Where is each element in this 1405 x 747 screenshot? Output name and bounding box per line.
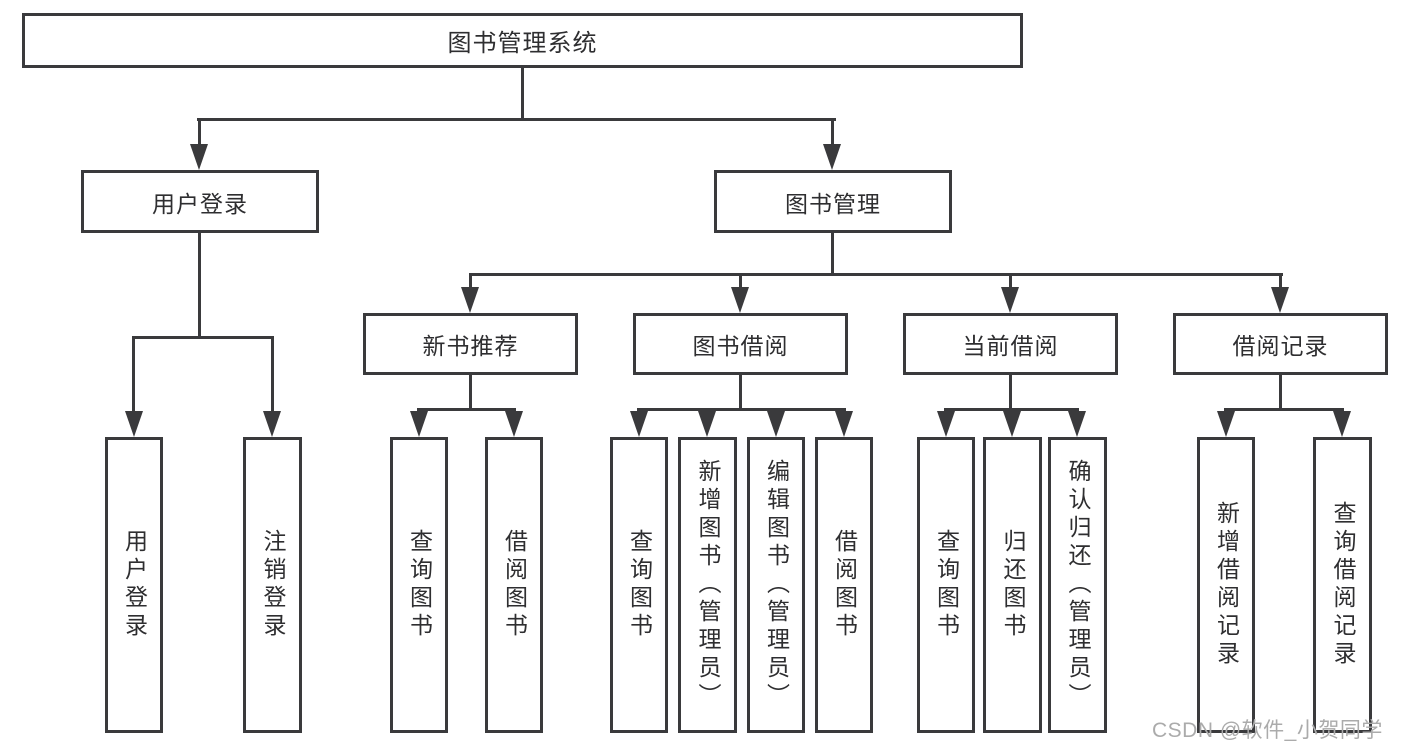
leaf-label: 新增借阅记录 bbox=[1213, 501, 1240, 669]
leaf-label: 借阅图书 bbox=[501, 529, 528, 641]
arrow-down-icon bbox=[1001, 287, 1019, 313]
arrow-down-icon bbox=[937, 411, 955, 437]
connector-group-drop bbox=[1009, 273, 1012, 289]
arrow-down-icon bbox=[1068, 411, 1086, 437]
connector-book-mgmt-stem bbox=[831, 233, 834, 273]
leaf-user-login: 用户登录 bbox=[105, 437, 163, 733]
leaf-query-books-borrow: 查询图书 bbox=[610, 437, 668, 733]
node-borrow-records: 借阅记录 bbox=[1173, 313, 1388, 375]
arrow-down-icon bbox=[698, 411, 716, 437]
leaf-borrow-books-recommend: 借阅图书 bbox=[485, 437, 543, 733]
node-current-borrow: 当前借阅 bbox=[903, 313, 1118, 375]
arrow-down-icon bbox=[767, 411, 785, 437]
csdn-watermark: CSDN @软件_小贺同学 bbox=[1152, 719, 1383, 742]
connector-user-login-drop bbox=[198, 118, 201, 146]
connector-group-bar bbox=[944, 408, 1079, 411]
connector-group-bar bbox=[417, 408, 516, 411]
connector-group-drop bbox=[1279, 273, 1282, 289]
connector-group-stem bbox=[1279, 375, 1282, 408]
arrow-down-icon bbox=[1217, 411, 1235, 437]
leaf-label: 查询图书 bbox=[406, 529, 433, 641]
connector-group-bar bbox=[637, 408, 846, 411]
arrow-down-icon bbox=[731, 287, 749, 313]
node-new-book-recommend: 新书推荐 bbox=[363, 313, 578, 375]
leaf-confirm-return-admin: 确认归还（管理员） bbox=[1048, 437, 1107, 733]
node-label: 图书借阅 bbox=[692, 333, 789, 359]
leaf-add-book-admin: 新增图书（管理员） bbox=[678, 437, 737, 733]
arrow-down-icon bbox=[461, 287, 479, 313]
node-label: 用户登录 bbox=[152, 190, 248, 217]
node-label: 当前借阅 bbox=[962, 333, 1059, 359]
leaf-label: 编辑图书（管理员） bbox=[763, 459, 790, 711]
leaf-edit-book-admin: 编辑图书（管理员） bbox=[747, 437, 805, 733]
leaf-query-books-current: 查询图书 bbox=[917, 437, 975, 733]
connector-root-stem bbox=[521, 68, 524, 118]
leaf-logout: 注销登录 bbox=[243, 437, 302, 733]
connector-group-stem bbox=[469, 375, 472, 408]
node-label: 图书管理系统 bbox=[447, 30, 598, 57]
arrow-down-icon bbox=[505, 411, 523, 437]
connector-user-login-stem bbox=[198, 233, 201, 336]
leaf-label: 注销登录 bbox=[260, 529, 286, 641]
connector-group-stem bbox=[1009, 375, 1012, 408]
node-user-login: 用户登录 bbox=[81, 170, 319, 233]
arrow-down-icon bbox=[1003, 411, 1021, 437]
leaf-query-books-recommend: 查询图书 bbox=[390, 437, 448, 733]
arrow-down-icon bbox=[823, 144, 841, 170]
connector-group-drop bbox=[469, 273, 472, 289]
node-label: 图书管理 bbox=[785, 190, 881, 217]
leaf-label: 归还图书 bbox=[1000, 529, 1026, 641]
leaf-label: 查询图书 bbox=[626, 529, 653, 641]
leaf-label: 查询图书 bbox=[933, 529, 960, 641]
connector-leaf-drop bbox=[271, 336, 274, 411]
arrow-down-icon bbox=[125, 411, 143, 437]
connector-group-bar bbox=[1224, 408, 1344, 411]
leaf-label: 新增图书（管理员） bbox=[695, 459, 721, 711]
connector-leaf-drop bbox=[132, 336, 135, 411]
arrow-down-icon bbox=[1271, 287, 1289, 313]
leaf-borrow-books-borrow: 借阅图书 bbox=[815, 437, 873, 733]
connector-group-drop bbox=[739, 273, 742, 289]
arrow-down-icon bbox=[1333, 411, 1351, 437]
leaf-add-borrow-record: 新增借阅记录 bbox=[1197, 437, 1255, 733]
leaf-label: 确认归还（管理员） bbox=[1065, 459, 1091, 711]
leaf-query-borrow-record: 查询借阅记录 bbox=[1313, 437, 1372, 733]
node-library-system: 图书管理系统 bbox=[22, 13, 1023, 68]
connector-user-login-bar bbox=[132, 336, 274, 339]
node-label: 借阅记录 bbox=[1232, 333, 1329, 359]
arrow-down-icon bbox=[190, 144, 208, 170]
leaf-return-book: 归还图书 bbox=[983, 437, 1042, 733]
connector-book-mgmt-bar bbox=[469, 273, 1283, 276]
leaf-label: 用户登录 bbox=[121, 529, 148, 641]
arrow-down-icon bbox=[630, 411, 648, 437]
connector-root-bar bbox=[197, 118, 836, 121]
node-label: 新书推荐 bbox=[422, 333, 519, 359]
leaf-label: 查询借阅记录 bbox=[1330, 501, 1356, 669]
arrow-down-icon bbox=[410, 411, 428, 437]
arrow-down-icon bbox=[835, 411, 853, 437]
connector-book-mgmt-drop bbox=[831, 118, 834, 146]
node-book-management: 图书管理 bbox=[714, 170, 952, 233]
node-book-borrow: 图书借阅 bbox=[633, 313, 848, 375]
arrow-down-icon bbox=[263, 411, 281, 437]
leaf-label: 借阅图书 bbox=[831, 529, 858, 641]
connector-group-stem bbox=[739, 375, 742, 408]
